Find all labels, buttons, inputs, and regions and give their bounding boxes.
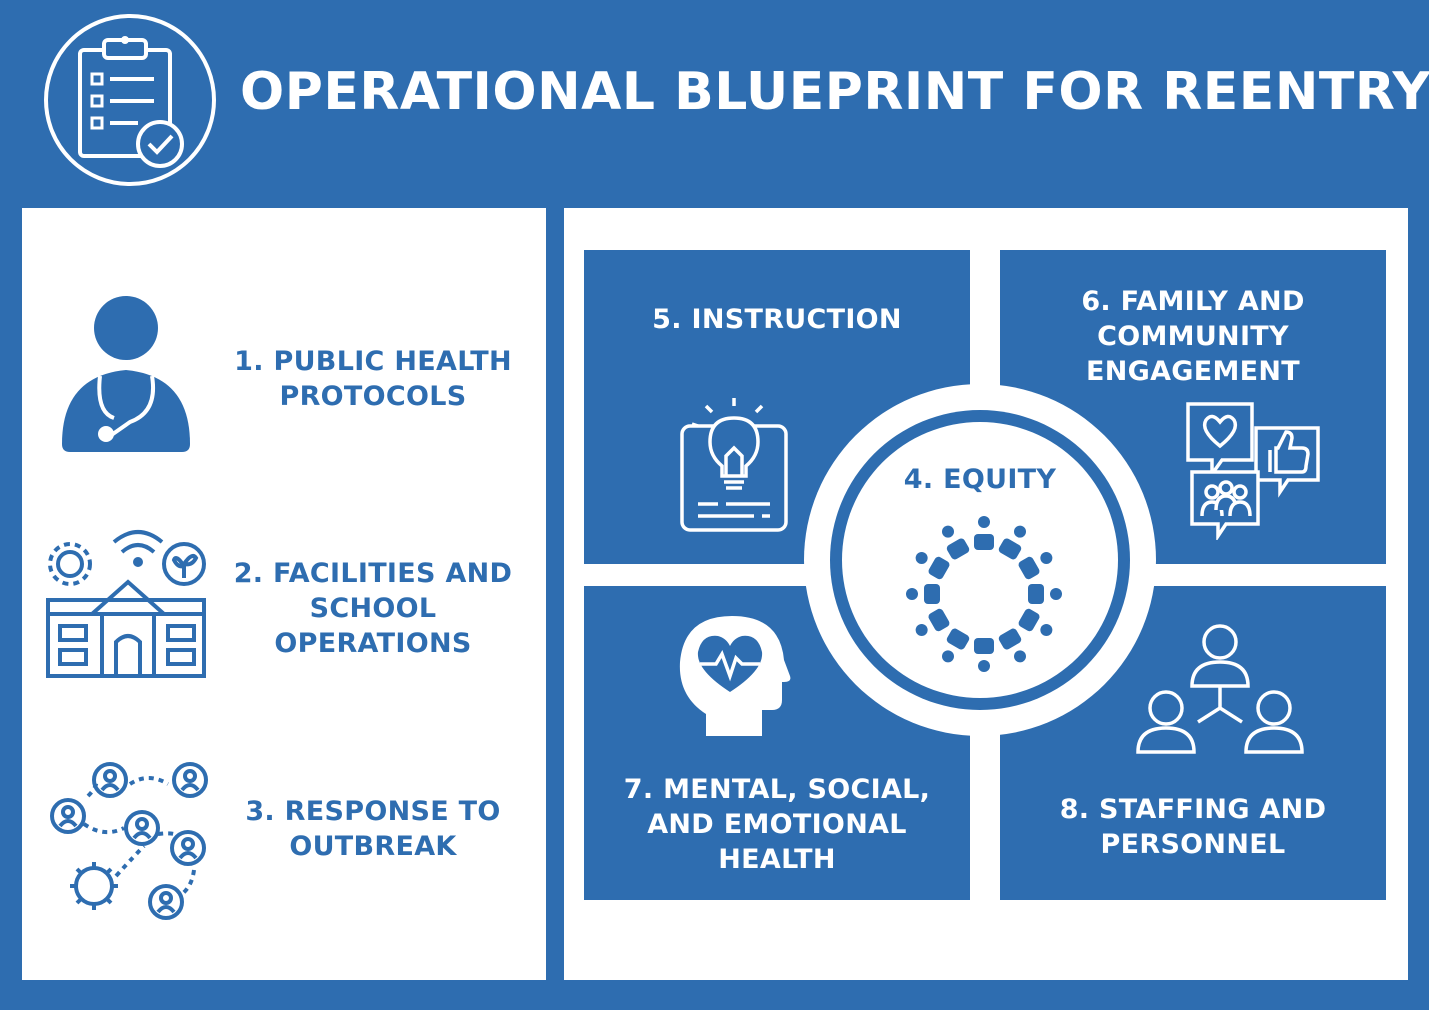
clipboard-check-icon [44, 14, 216, 186]
person-body [946, 538, 970, 560]
person-head [1014, 525, 1026, 538]
person-head [1050, 588, 1062, 600]
person-body [924, 584, 940, 604]
person-head [1040, 552, 1053, 564]
item-outbreak: 3. RESPONSE TO OUTBREAK [245, 796, 501, 862]
team-hierarchy-icon [1136, 624, 1304, 754]
person-body [974, 534, 994, 550]
social-feedback-icon [1186, 402, 1320, 540]
tile-instruction-label: 5. INSTRUCTION [652, 304, 902, 335]
person-head [915, 552, 928, 564]
left-panel: 1. PUBLIC HEALTH PROTOCOLS 2. FACILITIES… [22, 208, 546, 980]
lightbulb-document-icon [680, 398, 788, 532]
center-equity-label: 4. EQUITY [903, 464, 1057, 495]
person-head [978, 516, 990, 528]
person-body [1018, 608, 1040, 632]
doctor-stethoscope-icon [62, 296, 190, 452]
people-circle-icon [906, 516, 1062, 672]
person-head [915, 624, 928, 636]
person-head [1040, 624, 1053, 636]
page-title: OPERATIONAL BLUEPRINT FOR REENTRY [240, 62, 1429, 122]
head-heart-icon [679, 616, 791, 736]
person-body [974, 638, 994, 654]
item-public-health: 1. PUBLIC HEALTH PROTOCOLS [234, 346, 512, 412]
right-panel: 5. INSTRUCTION 6. FAMILY AND COMMUNITY E… [564, 208, 1408, 980]
item-facilities: 2. FACILITIES AND SCHOOL OPERATIONS [233, 558, 513, 659]
tile-mental-label: 7. MENTAL, SOCIAL, AND EMOTIONAL HEALTH [623, 774, 931, 875]
virus-network-icon [50, 762, 208, 920]
person-body [998, 538, 1022, 560]
person-body [1028, 584, 1044, 604]
school-building-icon [46, 530, 206, 678]
tile-family-label: 6. FAMILY AND COMMUNITY ENGAGEMENT [1081, 286, 1305, 387]
person-body [998, 628, 1022, 650]
person-head [942, 650, 954, 663]
person-head [906, 588, 918, 600]
person-head [942, 525, 954, 538]
person-body [946, 628, 970, 650]
person-body [1018, 556, 1040, 580]
person-body [928, 556, 950, 580]
person-head [978, 660, 990, 672]
person-body [928, 608, 950, 632]
tile-staffing-label: 8. STAFFING AND PERSONNEL [1059, 794, 1327, 860]
person-head [1014, 650, 1026, 663]
